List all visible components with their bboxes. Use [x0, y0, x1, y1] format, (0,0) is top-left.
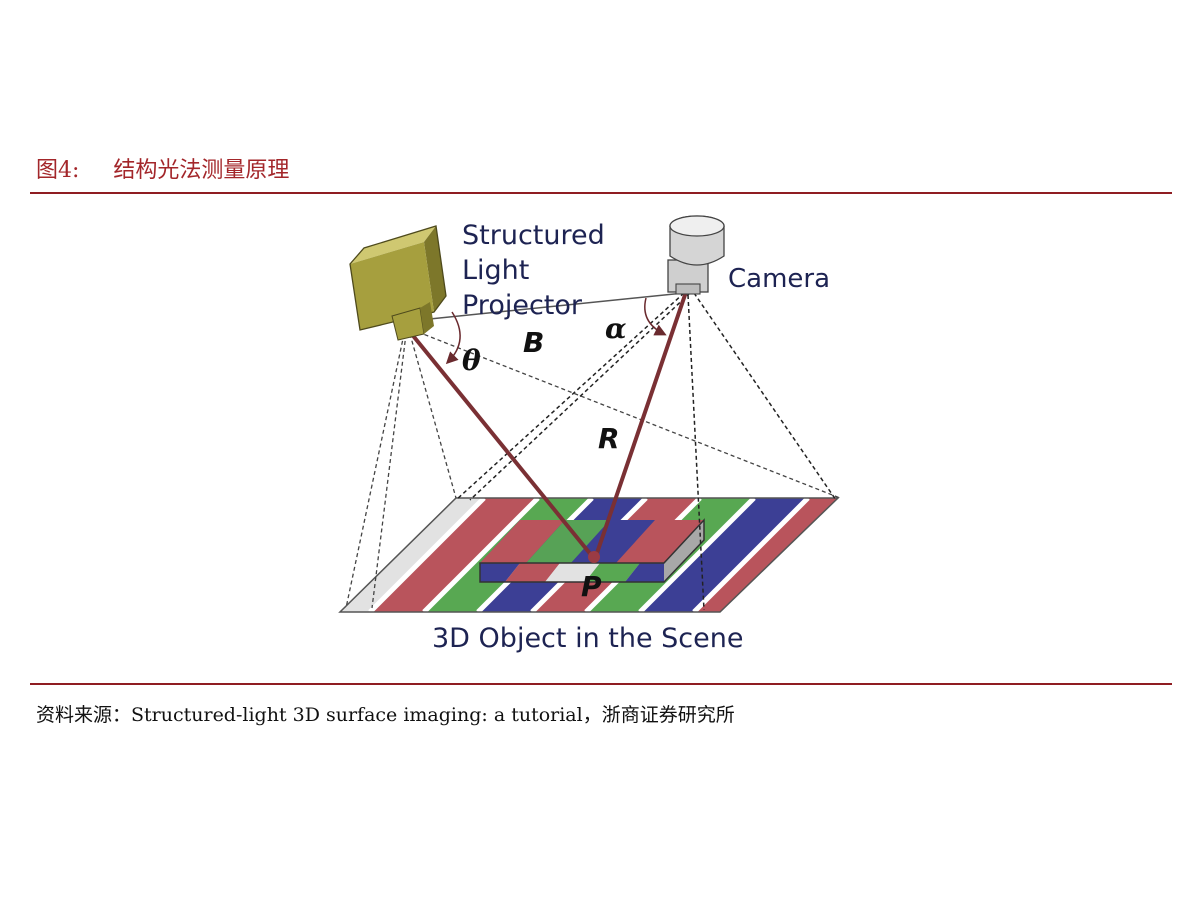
- bottom-divider: [30, 683, 1172, 685]
- figure-caption: 结构光法测量原理: [113, 158, 290, 183]
- camera-ray: [594, 291, 688, 557]
- stripe-plane-outline: [338, 497, 840, 613]
- top-divider: [30, 192, 1172, 194]
- range-symbol: R: [598, 422, 620, 455]
- point-symbol: P: [581, 570, 602, 603]
- projector-icon: [349, 225, 447, 341]
- figure-title: 图4: 结构光法测量原理: [36, 152, 289, 184]
- baseline-line: [419, 292, 685, 321]
- projector-label-line3: Projector: [462, 290, 583, 321]
- baseline-symbol: B: [523, 326, 544, 359]
- projector-label-line1: Structured: [462, 220, 605, 251]
- figure-number: 图4:: [36, 158, 80, 183]
- scene-label: 3D Object in the Scene: [432, 623, 743, 654]
- projector-ray: [408, 330, 594, 558]
- camera-icon: [667, 215, 725, 295]
- camera-label: Camera: [728, 264, 830, 294]
- alpha-symbol: α: [605, 312, 627, 345]
- alpha-arc: [644, 297, 667, 336]
- projector-frustum: [345, 331, 841, 609]
- theta-symbol: θ: [462, 344, 481, 377]
- source-note: 资料来源：Structured-light 3D surface imaging…: [36, 704, 735, 726]
- projector-label-line2: Light: [462, 255, 529, 286]
- point-marker: [588, 551, 600, 563]
- theta-arc: [445, 311, 461, 365]
